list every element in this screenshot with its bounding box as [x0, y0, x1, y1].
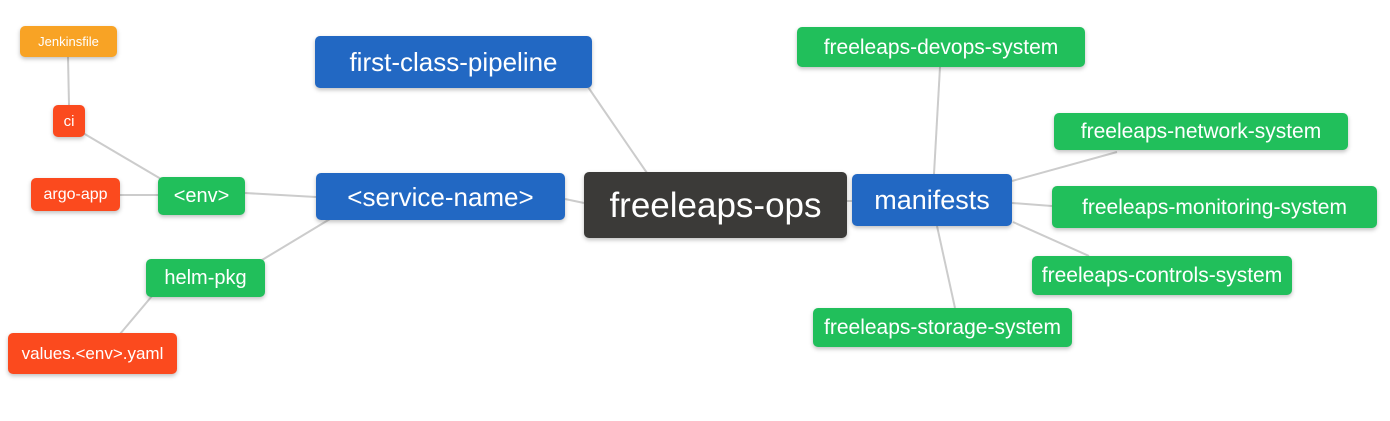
node-helm-pkg[interactable]: helm-pkg: [146, 259, 265, 297]
node-ci[interactable]: ci: [53, 105, 85, 137]
edge-manifests-network-system: [1011, 151, 1118, 182]
node-jenkinsfile[interactable]: Jenkinsfile: [20, 26, 117, 57]
edge-jenkinsfile-ci: [67, 56, 70, 106]
node-values-env-yaml[interactable]: values.<env>.yaml: [8, 333, 177, 374]
edge-manifests-storage-system: [936, 225, 956, 309]
node-env[interactable]: <env>: [158, 177, 245, 215]
edge-manifests-devops-system: [933, 66, 941, 175]
node-service-name[interactable]: <service-name>: [316, 173, 565, 220]
node-freeleaps-monitoring-system[interactable]: freeleaps-monitoring-system: [1052, 186, 1377, 228]
node-first-class-pipeline[interactable]: first-class-pipeline: [315, 36, 592, 88]
edge-env-service-name: [244, 192, 317, 198]
node-manifests[interactable]: manifests: [852, 174, 1012, 226]
edge-helm-pkg-values-env-yaml: [119, 295, 153, 335]
node-freeleaps-network-system[interactable]: freeleaps-network-system: [1054, 113, 1348, 150]
edge-service-name-freeleaps-ops: [564, 198, 585, 204]
node-freeleaps-storage-system[interactable]: freeleaps-storage-system: [813, 308, 1072, 347]
node-freeleaps-devops-system[interactable]: freeleaps-devops-system: [797, 27, 1085, 67]
edge-manifests-controls-system: [1012, 221, 1090, 257]
node-freeleaps-controls-system[interactable]: freeleaps-controls-system: [1032, 256, 1292, 295]
edge-pipeline-freeleaps-ops: [587, 86, 648, 174]
node-freeleaps-ops-root[interactable]: freeleaps-ops: [584, 172, 847, 238]
edge-manifests-monitoring-system: [1011, 202, 1053, 207]
node-argo-app[interactable]: argo-app: [31, 178, 120, 211]
edge-service-name-helm-pkg: [261, 218, 331, 261]
edge-ci-env: [82, 132, 162, 180]
